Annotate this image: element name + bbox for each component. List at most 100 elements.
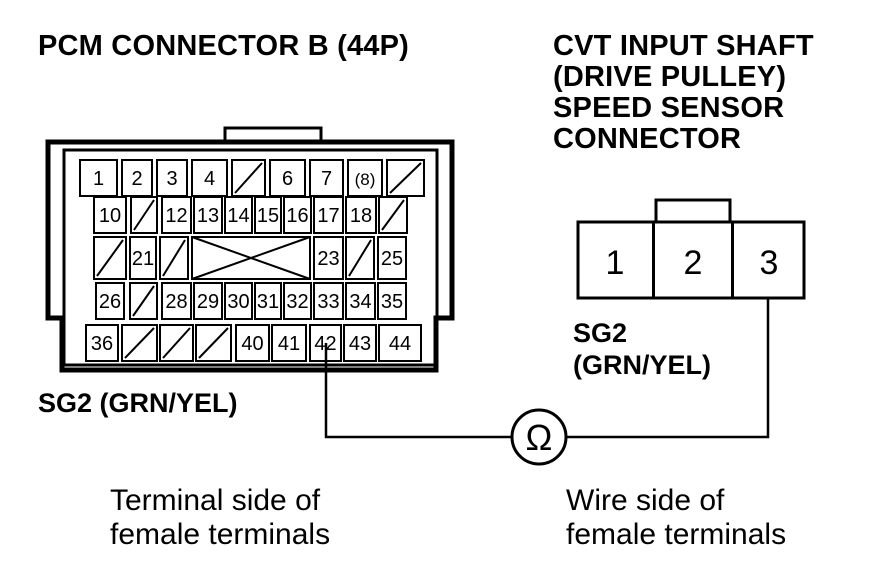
pcm-terminal-label: 17 bbox=[317, 205, 339, 227]
pcm-terminal-14: 14 bbox=[224, 196, 253, 234]
sensor-terminal-3: 3 bbox=[731, 222, 779, 298]
pcm-terminal-13: 13 bbox=[193, 196, 223, 234]
sensor-terminal-2: 2 bbox=[652, 222, 703, 298]
sensor-connector-title-line2: (DRIVE PULLEY) bbox=[553, 61, 787, 93]
pcm-terminal-label: 41 bbox=[278, 333, 300, 355]
sensor-terminal-label: 3 bbox=[760, 244, 779, 282]
pcm-terminal-label: 1 bbox=[93, 168, 104, 190]
pcm-terminal-16: 16 bbox=[283, 196, 312, 234]
pcm-connector-title: PCM CONNECTOR B (44P) bbox=[38, 30, 410, 62]
pcm-terminal-empty bbox=[195, 324, 232, 362]
pcm-terminal-23: 23 bbox=[313, 236, 344, 280]
pcm-terminal-40: 40 bbox=[235, 324, 270, 362]
pcm-terminal-empty bbox=[159, 236, 189, 280]
pcm-terminal-32: 32 bbox=[283, 282, 312, 320]
pcm-terminal-41: 41 bbox=[271, 324, 307, 362]
ohm-symbol: Ω bbox=[526, 417, 553, 458]
pcm-terminal-label: 44 bbox=[389, 333, 411, 355]
pcm-terminal-label: 31 bbox=[257, 291, 279, 313]
pcm-terminal-label: 16 bbox=[286, 205, 308, 227]
sensor-terminal-label: 1 bbox=[606, 244, 625, 282]
pcm-terminal-34: 34 bbox=[345, 282, 376, 320]
pcm-terminal-label: 2 bbox=[131, 168, 142, 190]
sensor-connector-title-line3: SPEED SENSOR bbox=[553, 92, 785, 124]
sensor-terminal-label: 2 bbox=[684, 244, 703, 282]
pcm-wire-label: SG2 (GRN/YEL) bbox=[38, 388, 238, 418]
pcm-terminal-8: (8) bbox=[347, 159, 383, 197]
pcm-terminal-label: 26 bbox=[99, 291, 121, 313]
pcm-terminal-label: 36 bbox=[91, 333, 113, 355]
pcm-terminal-17: 17 bbox=[313, 196, 344, 234]
pcm-terminal-label: (8) bbox=[355, 170, 376, 189]
pcm-terminal-empty bbox=[386, 159, 425, 197]
pcm-terminal-7: 7 bbox=[309, 159, 344, 197]
ohmmeter-icon: Ω bbox=[510, 408, 568, 466]
pcm-terminal-label: 6 bbox=[282, 168, 293, 190]
pcm-terminal-label: 40 bbox=[241, 333, 263, 355]
pcm-terminal-15: 15 bbox=[254, 196, 282, 234]
pcm-terminal-18: 18 bbox=[345, 196, 377, 234]
pcm-terminal-label: 33 bbox=[317, 291, 339, 313]
pcm-connector-face bbox=[62, 148, 439, 367]
pcm-terminal-label: 18 bbox=[350, 205, 372, 227]
sensor-connector-latch bbox=[654, 198, 732, 224]
pcm-blank-area bbox=[191, 236, 311, 280]
pcm-terminal-empty bbox=[93, 236, 127, 280]
sensor-wire-label-line1: SG2 bbox=[573, 318, 628, 348]
pcm-terminal-29: 29 bbox=[193, 282, 223, 320]
pcm-terminal-label: 29 bbox=[197, 291, 219, 313]
pcm-terminal-label: 21 bbox=[132, 248, 154, 270]
pcm-terminal-label: 28 bbox=[165, 291, 187, 313]
pcm-terminal-label: 32 bbox=[286, 291, 308, 313]
pcm-terminal-empty bbox=[345, 236, 375, 280]
pcm-terminal-empty bbox=[121, 324, 158, 362]
pcm-terminal-label: 35 bbox=[381, 291, 403, 313]
pcm-terminal-label: 4 bbox=[204, 168, 215, 190]
pcm-terminal-2: 2 bbox=[121, 159, 153, 197]
pcm-terminal-empty bbox=[231, 159, 266, 197]
pcm-terminal-12: 12 bbox=[161, 196, 192, 234]
pcm-terminal-label: 34 bbox=[349, 291, 371, 313]
pcm-terminal-label: 13 bbox=[197, 205, 219, 227]
wire-meter-to-sensor bbox=[567, 298, 770, 439]
pcm-caption-line1: Terminal side of bbox=[110, 484, 321, 517]
sensor-terminal-1: 1 bbox=[606, 244, 625, 282]
pcm-terminal-35: 35 bbox=[377, 282, 407, 320]
pcm-caption-line2: female terminals bbox=[110, 518, 331, 551]
pcm-terminal-empty bbox=[129, 282, 158, 320]
pcm-terminal-label: 23 bbox=[317, 248, 339, 270]
pcm-terminal-6: 6 bbox=[269, 159, 306, 197]
pcm-terminal-label: 43 bbox=[349, 333, 371, 355]
pcm-terminal-empty bbox=[378, 196, 408, 234]
pcm-terminal-43: 43 bbox=[343, 324, 377, 362]
pcm-terminal-label: 3 bbox=[166, 168, 177, 190]
pcm-terminal-33: 33 bbox=[313, 282, 344, 320]
pcm-terminal-label: 10 bbox=[99, 205, 121, 227]
pcm-terminal-36: 36 bbox=[85, 324, 119, 362]
sensor-connector: 1 2 3 bbox=[576, 198, 806, 300]
pcm-terminal-44: 44 bbox=[378, 324, 422, 362]
pcm-terminal-label: 12 bbox=[165, 205, 187, 227]
pcm-terminal-empty bbox=[130, 196, 158, 234]
sensor-connector-title-line4: CONNECTOR bbox=[553, 123, 742, 155]
pcm-terminal-25: 25 bbox=[377, 236, 407, 280]
pcm-connector-shell bbox=[45, 139, 455, 373]
pcm-terminal-10: 10 bbox=[93, 196, 127, 234]
sensor-connector-title-line1: CVT INPUT SHAFT bbox=[553, 30, 814, 62]
pcm-terminal-label: 7 bbox=[321, 168, 332, 190]
pcm-terminal-3: 3 bbox=[156, 159, 188, 197]
sensor-wire-label-line2: (GRN/YEL) bbox=[573, 350, 711, 380]
pcm-terminal-28: 28 bbox=[161, 282, 192, 320]
pcm-terminal-label: 15 bbox=[257, 205, 279, 227]
pcm-terminal-31: 31 bbox=[254, 282, 282, 320]
pcm-terminal-empty bbox=[159, 324, 194, 362]
sensor-caption-line2: female terminals bbox=[566, 518, 787, 551]
pcm-terminal-26: 26 bbox=[95, 282, 125, 320]
sensor-connector-body bbox=[576, 220, 806, 300]
pcm-terminal-label: 30 bbox=[227, 291, 249, 313]
meter-wires bbox=[324, 298, 770, 439]
pcm-terminal-21: 21 bbox=[129, 236, 157, 280]
sensor-caption-line1: Wire side of bbox=[566, 484, 725, 517]
